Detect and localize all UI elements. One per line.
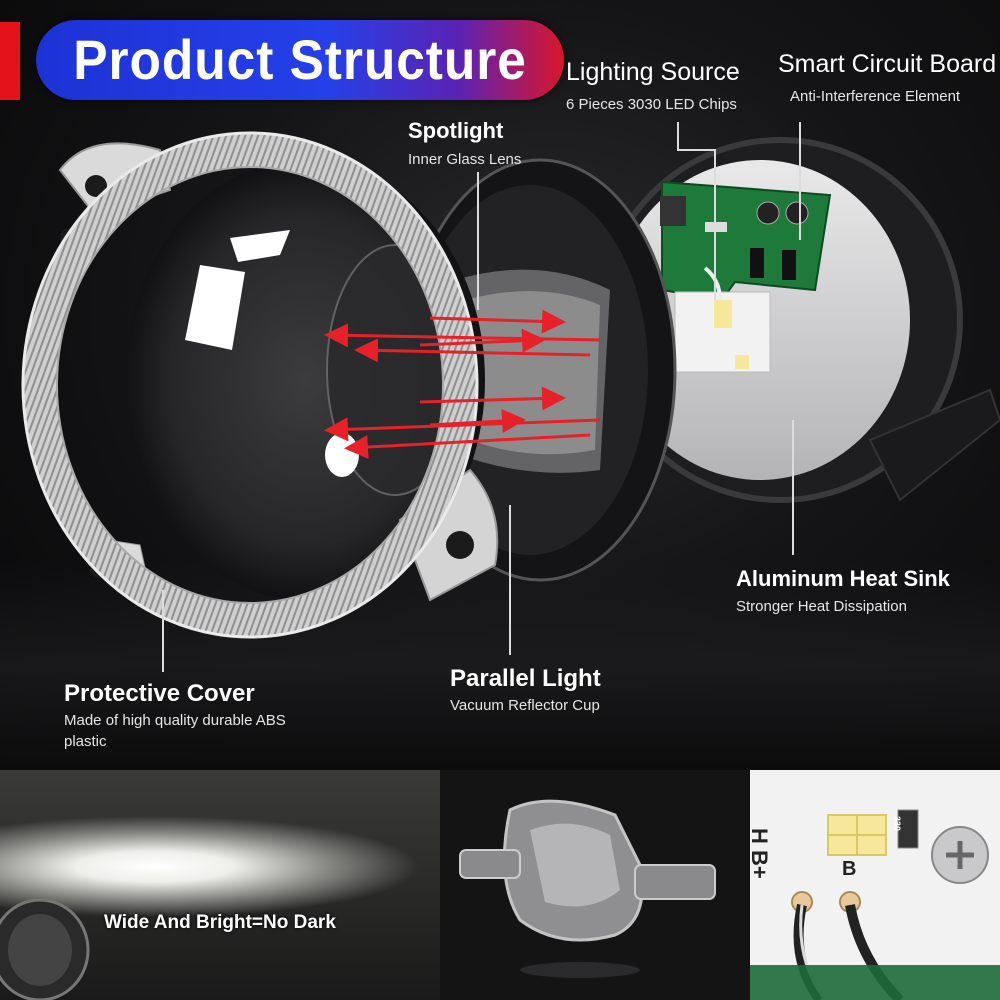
spotlight-sub: Inner Glass Lens <box>408 151 522 168</box>
exploded-diagram <box>21 122 1000 672</box>
front-lens <box>125 160 485 600</box>
pcb-panel: H B+ B 330 <box>750 770 1000 1000</box>
circuit-board <box>660 180 832 302</box>
resistor-marking: 330 <box>892 816 902 832</box>
reflector-panel <box>440 770 750 1000</box>
parallel-light-sub: Vacuum Reflector Cup <box>450 697 600 714</box>
pcb-marking-hb: H B+ <box>750 828 772 879</box>
heat-sink-title: Aluminum Heat Sink <box>736 566 950 591</box>
lighting-source-sub: 6 Pieces 3030 LED Chips <box>566 96 737 113</box>
reflector-image <box>459 799 716 978</box>
beam-panel: Wide And Bright=No Dark <box>0 770 440 1000</box>
beam-caption: Wide And Bright=No Dark <box>104 912 336 933</box>
smart-circuit-sub: Anti-Interference Element <box>790 88 961 105</box>
heat-sink-sub: Stronger Heat Dissipation <box>736 598 907 615</box>
accent-bar <box>0 22 20 100</box>
title-pill <box>36 20 564 100</box>
fog-lamp-thumbnail <box>0 898 90 1000</box>
pcb-marking-b: B <box>842 858 857 880</box>
leader-lines <box>162 122 801 672</box>
protective-cover-sub-1: Made of high quality durable ABS <box>64 712 286 729</box>
parallel-light-title: Parallel Light <box>450 665 601 692</box>
spotlight-title: Spotlight <box>408 118 504 143</box>
page-title: Product Structure <box>73 28 527 91</box>
pcb-image <box>750 770 1000 1000</box>
light-rays <box>324 309 601 460</box>
protective-cover-sub-2: plastic <box>64 733 107 750</box>
smart-circuit-title: Smart Circuit Board <box>778 50 997 78</box>
lighting-source-title: Lighting Source <box>566 58 740 86</box>
protective-cover <box>21 131 499 639</box>
protective-cover-title: Protective Cover <box>64 680 255 707</box>
led-board <box>674 266 771 373</box>
